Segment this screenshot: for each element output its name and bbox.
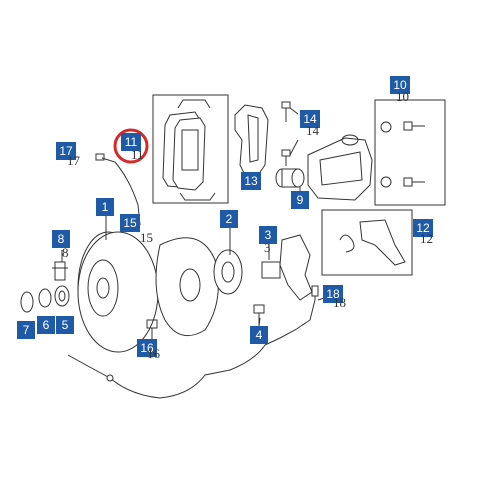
callout-4: 4 [250,326,268,344]
ref-number-15: 15 [140,230,153,245]
callout-5: 5 [56,316,74,334]
bracket-bolts [281,101,299,166]
ref-number-16: 16 [147,346,160,361]
ref-number-10: 10 [396,89,409,104]
callout-7: 7 [17,321,35,339]
caliper-body [307,134,373,201]
callout-17: 17 [56,142,76,160]
caliper-bracket [234,104,269,176]
callout-11: 11 [121,133,141,151]
callout-3: 3 [259,226,277,244]
ref-number-3: 3 [264,240,271,255]
callout-8: 8 [52,230,70,248]
highlight-ring [113,128,149,164]
brake-pad-kit-box [152,94,229,204]
caliper-piston [275,168,305,188]
dust-shield [155,237,219,337]
callout-18: 18 [323,285,343,303]
ref-number-8: 8 [62,245,69,260]
ref-number-14: 14 [306,123,319,138]
brake-pads [162,99,216,201]
brake-hose [95,153,141,226]
ref-number-17: 17 [67,153,80,168]
steering-knuckle [279,234,313,301]
callout-14: 14 [300,110,320,128]
brake-disc [77,231,159,353]
ref-number-11: 11 [131,147,144,162]
callout-12: 12 [413,219,433,237]
callout-1: 1 [96,198,114,216]
hub-cap-and-nut [20,285,70,313]
callout-10: 10 [390,76,410,94]
callout-9: 9 [291,191,309,209]
ref-number-12: 12 [420,231,433,246]
bolt-kit-box [374,99,446,206]
callout-16: 16 [137,339,157,357]
wheel-stud [52,261,68,281]
abs-sensor-wire [67,285,319,399]
callout-6: 6 [37,316,55,334]
spring-kit-box [321,209,413,276]
bolt-kit [380,121,425,188]
callout-2: 2 [220,210,238,228]
wheel-hub [213,249,281,295]
callout-15: 15 [120,214,140,232]
ref-number-18: 18 [333,295,346,310]
shield-bolt [146,319,158,340]
callout-13: 13 [241,172,261,190]
spring-kit [339,219,406,266]
